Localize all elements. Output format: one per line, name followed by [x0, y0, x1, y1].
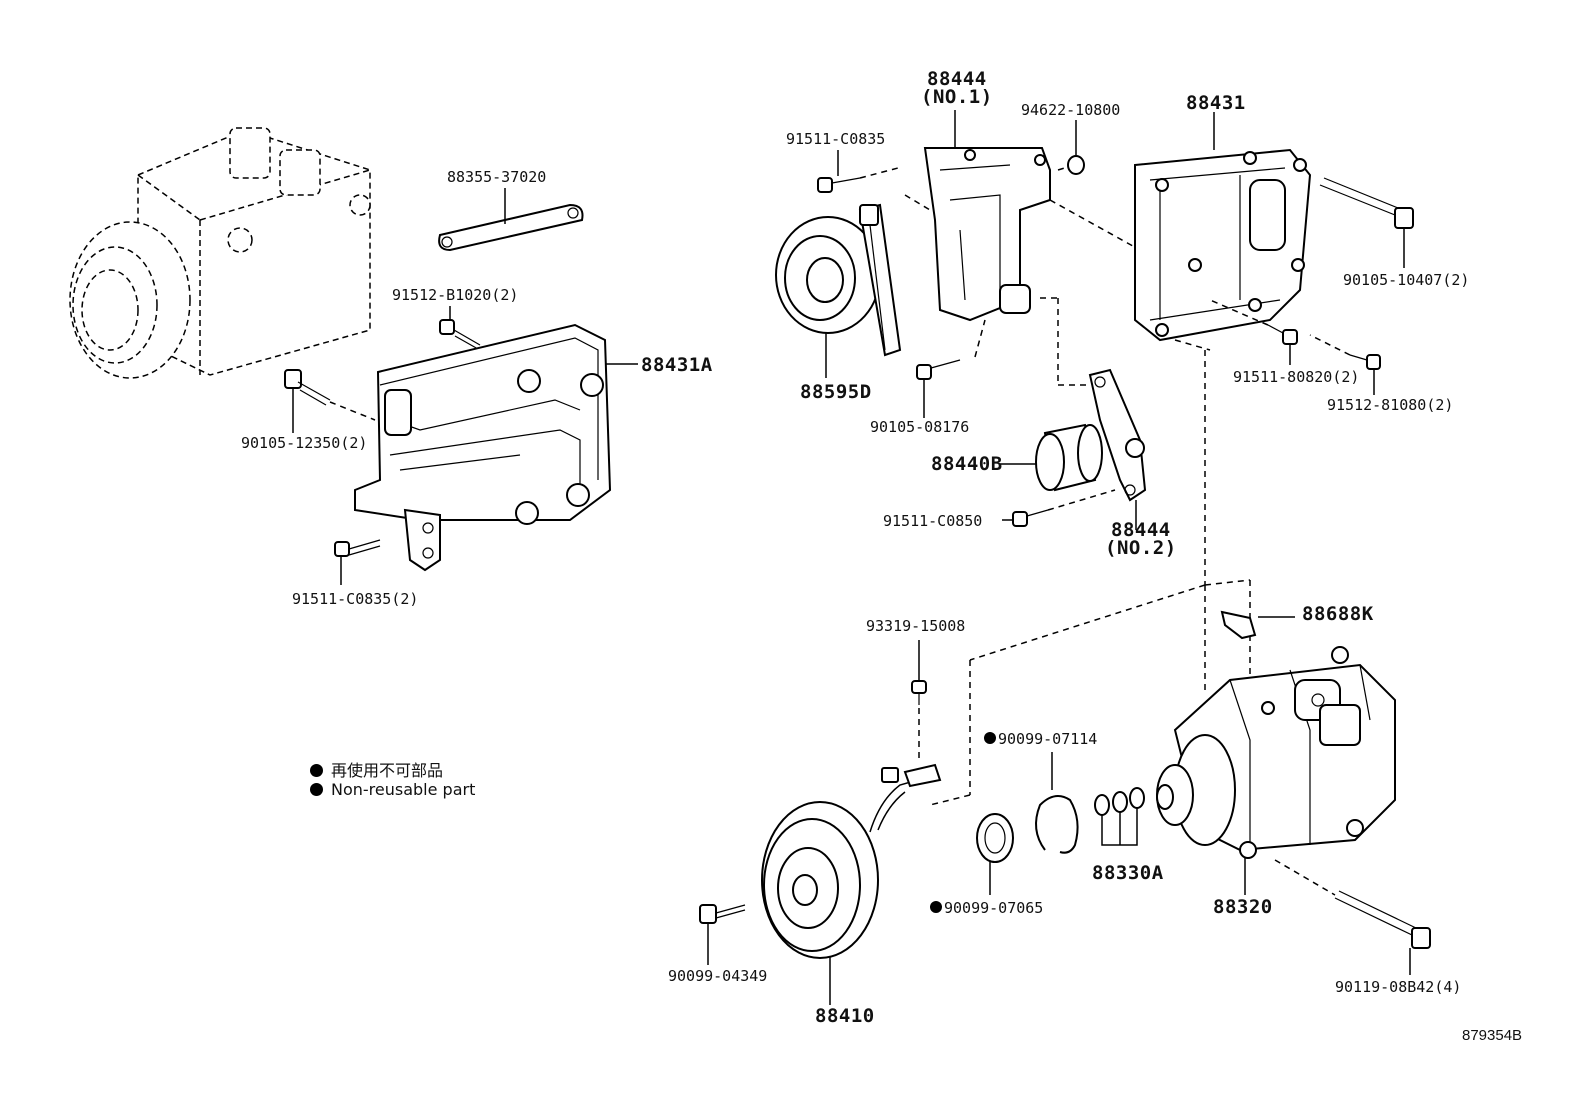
label-88444-no2-sub: (NO.2): [1105, 537, 1177, 559]
label-91511-80820: 91511-80820(2): [1233, 368, 1360, 386]
label-91511-c0835: 91511-C0835: [786, 130, 886, 148]
legend-japanese: 再使用不可部品: [310, 757, 443, 781]
non-reusable-dot-icon: [310, 764, 323, 777]
engine-outline: [69, 127, 371, 379]
non-reusable-dot-icon: [310, 783, 323, 796]
magnetic-clutch-88410: [761, 763, 942, 1005]
bolt-90105-10407: [1319, 177, 1414, 268]
compressor-88320: [1156, 646, 1396, 895]
label-88410: 88410: [815, 1005, 875, 1027]
label-91512-b1020: 91512-B1020(2): [392, 286, 519, 304]
label-88688k: 88688K: [1302, 603, 1374, 625]
non-reusable-dot-icon: [984, 732, 996, 744]
label-88431: 88431: [1186, 92, 1246, 114]
bracket-88444-no1: [904, 110, 1141, 322]
bolt-91511-c0835: [817, 150, 899, 193]
label-90099-07065: 90099-07065: [930, 899, 1043, 917]
label-88444-no1-sub: (NO.1): [921, 86, 993, 108]
label-90099-04349: 90099-04349: [668, 967, 768, 985]
label-88320: 88320: [1213, 896, 1273, 918]
shims-88330a: [1094, 787, 1145, 846]
bracket-88431a: [354, 323, 638, 572]
washer-94622: [1057, 120, 1085, 175]
idler-pulley-88595d: [775, 203, 902, 378]
bracket-88444-no2: [1040, 297, 1147, 530]
bolt-91511-c0835-2: [334, 539, 381, 585]
label-88444-no2: 88444: [1111, 519, 1171, 541]
bolt-91512-81080: [1309, 334, 1381, 395]
label-90105-08176: 90105-08176: [870, 418, 970, 436]
bolt-90105-08176: [916, 319, 986, 418]
label-88330a: 88330A: [1092, 862, 1164, 884]
lock-ring-90099-07065: [976, 813, 1014, 895]
clip-88688k: [1220, 610, 1295, 640]
bolt-90099-04349: [699, 904, 746, 965]
label-94622-10800: 94622-10800: [1021, 101, 1121, 119]
bracket-88431: [1134, 112, 1312, 342]
roller-88440b: [1000, 423, 1103, 492]
link-rod-88355: [438, 188, 584, 252]
bolt-90119-08b42: [1274, 859, 1431, 975]
legend-english: Non-reusable part: [310, 780, 475, 799]
label-88444-no1: 88444: [927, 68, 987, 90]
label-88595d: 88595D: [800, 381, 872, 403]
non-reusable-dot-icon: [930, 901, 942, 913]
bolt-91511-c0850: [1002, 489, 1116, 527]
bolt-90105-12350: [284, 369, 376, 433]
label-88431a: 88431A: [641, 354, 713, 376]
label-88355-37020: 88355-37020: [447, 168, 547, 186]
snap-ring-90099-07114: [1035, 752, 1079, 854]
label-90105-12350: 90105-12350(2): [241, 434, 368, 452]
label-91511-c0835-2: 91511-C0835(2): [292, 590, 419, 608]
bolt-91512-b1020: [439, 306, 481, 350]
bolt-91511-80820: [1209, 299, 1298, 365]
illustration-ref-code: 879354B: [1462, 1027, 1523, 1044]
screw-93319: [911, 640, 927, 760]
label-91512-81080: 91512-81080(2): [1327, 396, 1454, 414]
label-93319-15008: 93319-15008: [866, 617, 966, 635]
label-88440b: 88440B: [931, 453, 1003, 475]
label-90119-08b42: 90119-08B42(4): [1335, 978, 1462, 996]
label-90099-07114: 90099-07114: [984, 730, 1097, 748]
label-90105-10407: 90105-10407(2): [1343, 271, 1470, 289]
label-91511-c0850: 91511-C0850: [883, 512, 983, 530]
